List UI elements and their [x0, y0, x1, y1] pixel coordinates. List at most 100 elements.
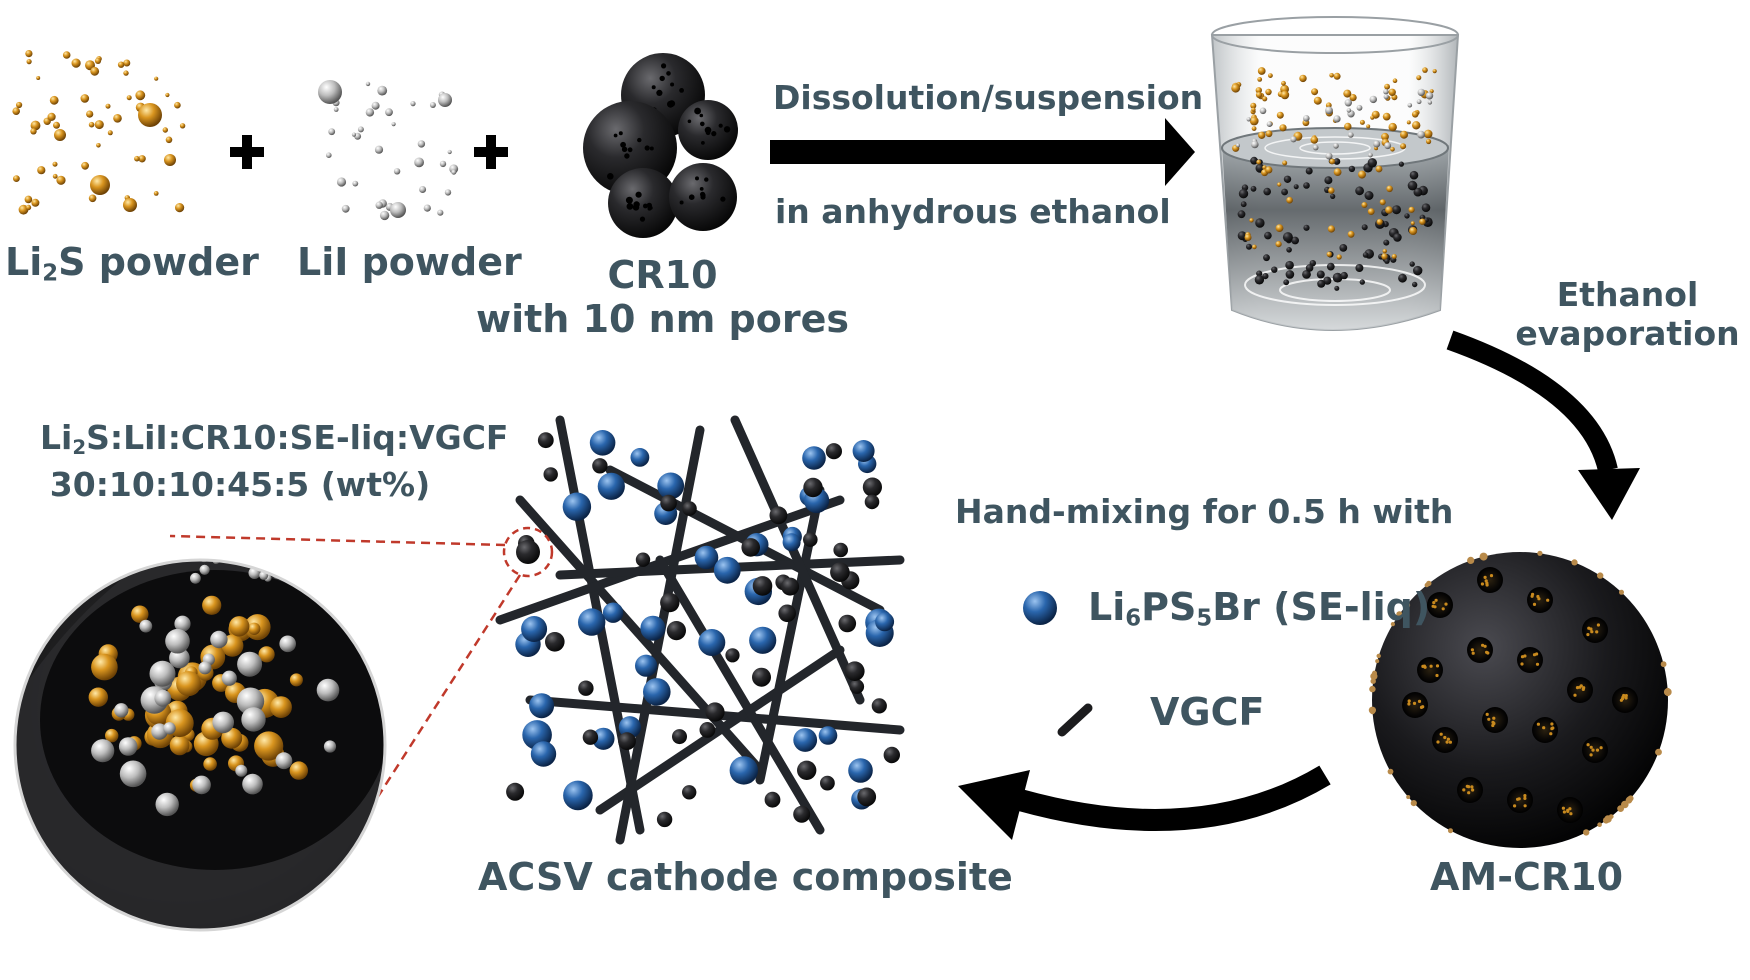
li2s-particle	[26, 59, 32, 65]
zoom-li2s	[131, 605, 149, 623]
dissolved-li2s	[1265, 130, 1273, 138]
dissolved-li2s	[1419, 218, 1426, 225]
dissolved-lii	[1373, 140, 1381, 148]
am-cr10-particle	[857, 787, 877, 807]
suspended-cr10	[1281, 188, 1288, 196]
am-cr10-particle	[797, 760, 817, 780]
dissolved-li2s	[1375, 165, 1383, 173]
am-cr10-particle	[635, 552, 651, 567]
am-cr10-particle	[864, 494, 880, 510]
dissolved-li2s	[1391, 254, 1397, 259]
pore	[1467, 637, 1493, 663]
suspended-cr10	[1255, 218, 1265, 228]
vgcf-fiber-icon	[1057, 703, 1093, 737]
vgcf-fiber	[595, 645, 845, 815]
dissolved-lii	[1236, 143, 1240, 148]
zoom-lii	[223, 552, 231, 560]
li2s-particle	[117, 61, 125, 68]
se-liq-particle	[589, 430, 616, 456]
zoom-lii	[154, 689, 172, 707]
suspended-cr10	[1286, 247, 1292, 253]
li2s-particle	[123, 59, 131, 67]
dissolved-li2s	[1385, 206, 1393, 214]
dissolved-lii	[1407, 102, 1413, 108]
lii-particle	[326, 152, 332, 158]
se-liq-particle	[875, 612, 895, 632]
li2s-particle	[94, 57, 102, 64]
li2s-particle	[24, 195, 33, 204]
evaporation-line1: Ethanol	[1556, 275, 1699, 314]
suspended-cr10	[1237, 231, 1247, 241]
pore	[1427, 592, 1453, 618]
suspended-cr10	[1285, 270, 1295, 279]
am-cr10-particle	[862, 477, 883, 497]
plus-icon	[230, 135, 264, 169]
dissolved-li2s	[1277, 182, 1282, 187]
dissolved-li2s	[1256, 159, 1262, 165]
suspended-cr10	[1305, 167, 1313, 175]
zoom-li2s	[105, 728, 119, 743]
am-cr10-particle	[845, 661, 865, 681]
dissolved-lii	[1333, 115, 1341, 123]
dissolved-lii	[1417, 130, 1425, 139]
dissolved-lii	[1425, 92, 1434, 100]
dissolved-lii	[1346, 108, 1352, 113]
dissolved-li2s	[1257, 77, 1263, 82]
lii-particle	[410, 101, 416, 107]
zoom-lii	[119, 760, 147, 788]
suspended-cr10	[1361, 224, 1368, 231]
vgcf-fiber	[605, 465, 885, 615]
se-liq-particle	[521, 616, 548, 642]
lii-particle	[371, 101, 380, 110]
se-liq-particle	[635, 654, 658, 677]
lii-particle	[365, 108, 375, 117]
suspended-cr10	[1413, 265, 1423, 276]
acsv-composite	[495, 415, 905, 845]
dissolved-lii	[1383, 94, 1389, 100]
li2s-particle	[52, 173, 58, 179]
suspended-cr10	[1283, 175, 1292, 183]
suspended-cr10	[1359, 279, 1366, 285]
suspended-cr10	[1262, 273, 1269, 280]
pore	[1582, 617, 1608, 643]
se-liq-particle	[530, 741, 557, 767]
li2s-particle	[53, 121, 60, 129]
suspended-cr10	[1283, 279, 1290, 286]
li2s-particle	[138, 103, 162, 127]
dissolved-li2s	[1299, 74, 1307, 83]
zoom-frame	[13, 558, 387, 932]
suspended-cr10	[1383, 239, 1390, 246]
am-cr10-particle	[666, 621, 687, 641]
zoom-lii	[241, 707, 266, 732]
lii-particle	[333, 107, 339, 112]
se-liq-particle	[818, 726, 838, 745]
dissolved-li2s	[1361, 202, 1368, 208]
zoom-li2s	[203, 757, 217, 771]
lii-particle	[390, 202, 406, 218]
li2s-particle	[123, 70, 129, 76]
am-cr10-particle	[803, 477, 823, 498]
pore	[1612, 687, 1638, 713]
dissolved-lii	[1416, 99, 1422, 105]
li2s-particle	[174, 101, 181, 109]
suspended-cr10	[1364, 191, 1374, 200]
dissolved-li2s	[1310, 136, 1319, 144]
am-cr10-particle	[578, 680, 594, 696]
dissolved-li2s	[1406, 120, 1411, 125]
dissolved-li2s	[1370, 115, 1375, 120]
dissolved-li2s	[1384, 83, 1390, 90]
li2s-particle	[37, 166, 46, 175]
suspended-cr10	[1303, 224, 1310, 231]
zoom-lii	[210, 630, 228, 649]
li2s-particle	[165, 136, 173, 144]
zoom-lii	[190, 572, 201, 584]
am-cr10-particle	[543, 467, 558, 482]
dissolved-li2s	[1381, 132, 1389, 141]
zoom-li2s	[248, 622, 261, 635]
suspended-cr10	[1256, 270, 1263, 277]
li2s-particle	[153, 191, 159, 196]
dissolved-li2s	[1336, 254, 1342, 260]
se-liq-particle	[657, 472, 685, 500]
suspended-cr10	[1303, 182, 1310, 189]
